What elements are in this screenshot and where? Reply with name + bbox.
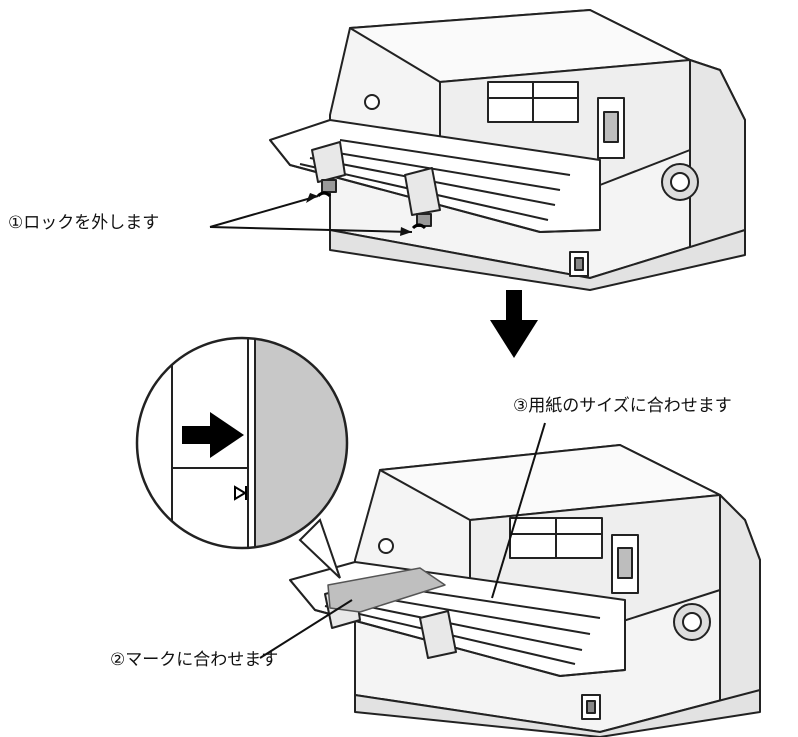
unlock-callout: ①ロックを外します	[8, 213, 160, 233]
triangle-mark-icon	[234, 485, 247, 501]
magnifier-lens	[135, 336, 349, 550]
paper-size-callout: ③用紙のサイズに合わせます	[513, 396, 732, 416]
down-arrow-icon	[490, 290, 538, 358]
unlock-arrow-icon	[316, 191, 427, 230]
bottom-printer	[289, 444, 761, 737]
paper-size-leader-line	[491, 422, 546, 599]
align-mark-leader-line	[259, 599, 353, 659]
leader-arrowhead	[400, 227, 412, 236]
align-mark-callout: ②マークに合わせます	[110, 650, 279, 670]
top-printer	[269, 9, 746, 291]
unlock-leader-lines	[209, 195, 413, 233]
right-arrow-icon	[182, 412, 244, 458]
leader-arrowhead	[306, 193, 318, 203]
magnifier-connector	[298, 518, 341, 579]
